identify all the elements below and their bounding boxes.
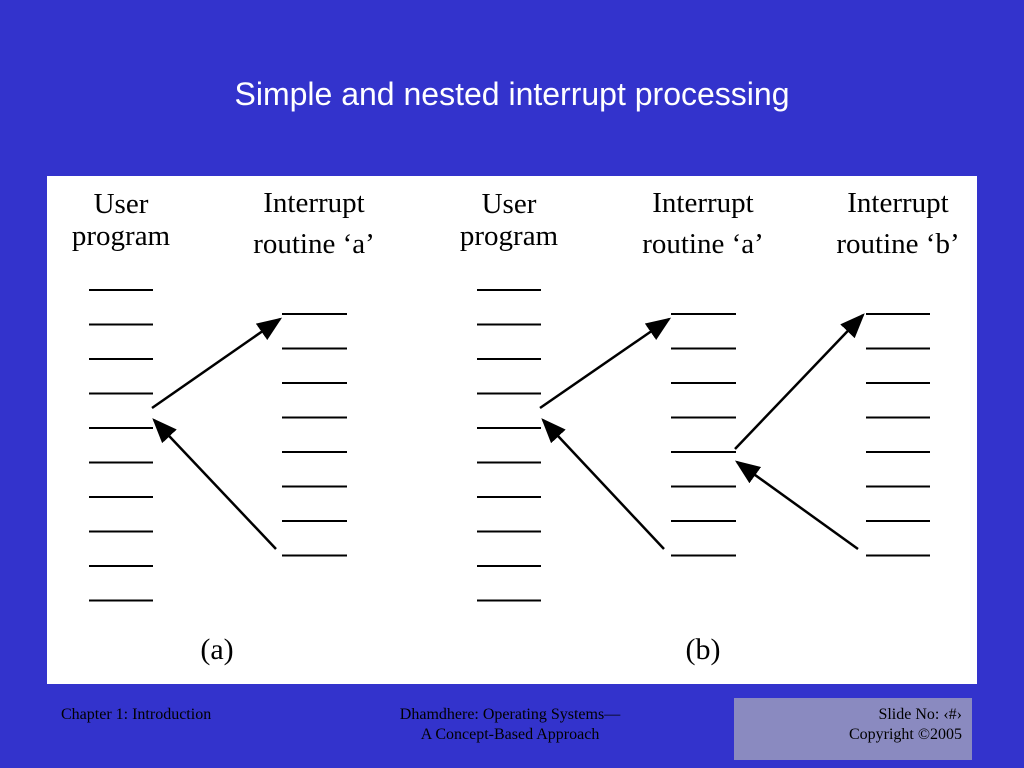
b-routine-b-heading-2: routine ‘b’ [836,228,959,260]
a-routine-a-heading-1: Interrupt [263,187,364,219]
b-user-heading-1: User [482,188,537,220]
a-user-heading-2: program [72,220,171,252]
b-return-a-arrow [541,418,665,550]
b-user-program-lines [477,289,541,602]
a-user-heading-1: User [94,188,149,220]
caption-a: (a) [200,633,233,666]
b-routine-a-heading-2: routine ‘a’ [642,228,764,260]
b-routine-a-lines [671,313,736,557]
b-interrupt-b-arrow [734,313,865,450]
a-return-arrow [152,418,277,550]
a-user-program-lines [89,289,153,602]
footer-chapter: Chapter 1: Introduction [61,706,212,723]
footer-copyright: Copyright ©2005 [848,726,962,743]
b-interrupt-a-arrow [539,317,672,410]
b-user-heading-2: program [460,220,559,252]
diagram-panel: User program Interrupt routine ‘a’ User … [47,176,977,684]
caption-b: (b) [686,633,721,666]
b-routine-b-lines [866,313,930,557]
b-routine-b-heading-1: Interrupt [847,187,948,219]
footer-slide-number: Slide No: ‹#› [878,706,962,723]
interrupt-diagram: User program Interrupt routine ‘a’ User … [72,187,960,666]
footer-book-line-1: Dhamdhere: Operating Systems— [399,706,621,723]
footer-book: Dhamdhere: Operating Systems— A Concept-… [360,705,660,745]
a-interrupt-arrow [151,317,283,410]
footer-book-line-2: A Concept-Based Approach [420,726,600,743]
slide-title: Simple and nested interrupt processing [234,76,790,112]
a-routine-a-heading-2: routine ‘a’ [253,228,375,260]
b-routine-a-heading-1: Interrupt [652,187,753,219]
footer-slide-info: Slide No: ‹#› Copyright ©2005 [734,698,972,760]
a-routine-a-lines [282,313,347,557]
b-return-b-arrow [734,460,859,551]
